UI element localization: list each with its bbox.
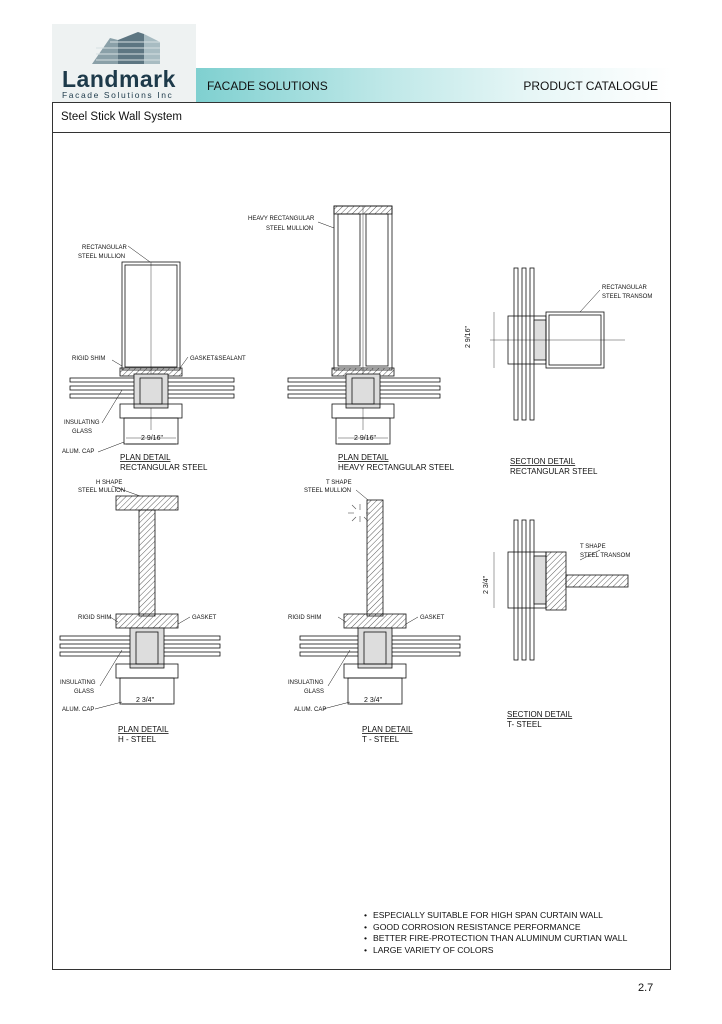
caption-title: PLAN DETAIL xyxy=(118,725,169,734)
header-catalogue-title: PRODUCT CATALOGUE xyxy=(523,79,658,93)
caption-subtitle: T - STEEL xyxy=(362,735,400,744)
dimension: 2 3/4" xyxy=(364,697,383,704)
label-alum-cap: ALUM. CAP xyxy=(294,707,326,713)
label-t-shape: T SHAPE xyxy=(580,544,606,550)
label-steel-mullion: STEEL MULLION xyxy=(304,488,351,494)
logo-wordmark: Landmark xyxy=(62,66,176,92)
label-t-shape: T SHAPE xyxy=(326,480,352,486)
note-item: GOOD CORROSION RESISTANCE PERFORMANCE xyxy=(364,922,627,934)
label-rectangular: RECTANGULAR xyxy=(602,285,648,291)
caption-title: PLAN DETAIL xyxy=(362,725,413,734)
plan-detail-t-steel-labels: T SHAPE STEEL MULLION RIGID SHIM GASKET … xyxy=(288,480,445,744)
section-detail-rectangular-steel xyxy=(490,267,625,421)
page-title: Steel Stick Wall System xyxy=(61,111,182,123)
caption-subtitle: RECTANGULAR STEEL xyxy=(510,467,598,476)
note-item: LARGE VARIETY OF COLORS xyxy=(364,945,627,957)
dimension: 2 9/16" xyxy=(141,435,163,442)
label-steel-mullion: STEEL MULLION xyxy=(266,226,313,232)
dimension: 2 9/16" xyxy=(354,435,376,442)
note-item: BETTER FIRE-PROTECTION THAN ALUMINUM CUR… xyxy=(364,933,627,945)
caption-subtitle: T- STEEL xyxy=(507,720,542,729)
label-rigid-shim: RIGID SHIM xyxy=(72,356,105,362)
plan-detail-rectangular-steel-labels: RECTANGULAR STEEL MULLION RIGID SHIM GAS… xyxy=(62,245,246,472)
section-detail-t-steel-labels: T SHAPE STEEL TRANSOM 2 3/4" SECTION DET… xyxy=(483,544,630,729)
caption-title: PLAN DETAIL xyxy=(338,453,389,462)
plan-detail-t-steel xyxy=(299,489,461,710)
label-gasket-sealant: GASKET&SEALANT xyxy=(190,356,246,362)
plan-detail-heavy-rectangular-steel xyxy=(287,205,441,445)
label-steel-transom: STEEL TRANSOM xyxy=(580,553,630,559)
caption-title: PLAN DETAIL xyxy=(120,453,171,462)
plan-detail-h-steel xyxy=(59,485,221,710)
caption-subtitle: H - STEEL xyxy=(118,735,157,744)
content-frame xyxy=(52,102,671,970)
subtitle-row xyxy=(52,102,671,133)
header-bar xyxy=(196,68,672,102)
label-glass: GLASS xyxy=(74,689,94,695)
label-alum-cap: ALUM. CAP xyxy=(62,707,94,713)
dimension: 2 3/4" xyxy=(136,697,155,704)
caption-subtitle: RECTANGULAR STEEL xyxy=(120,463,208,472)
label-rigid-shim: RIGID SHIM xyxy=(288,615,321,621)
spark-mark xyxy=(348,504,370,522)
dimension: 2 3/4" xyxy=(483,575,490,594)
label-insulating: INSULATING xyxy=(288,680,324,686)
label-steel-mullion: STEEL MULLION xyxy=(78,488,125,494)
label-steel-mullion: STEEL MULLION xyxy=(78,254,125,260)
label-rectangular: RECTANGULAR xyxy=(82,245,128,251)
caption-title: SECTION DETAIL xyxy=(510,457,576,466)
label-steel-transom: STEEL TRANSOM xyxy=(602,294,652,300)
label-insulating: INSULATING xyxy=(60,680,96,686)
company-logo xyxy=(52,24,196,102)
feature-notes: ESPECIALLY SUITABLE FOR HIGH SPAN CURTAI… xyxy=(364,910,627,956)
label-rigid-shim: RIGID SHIM xyxy=(78,615,111,621)
plan-detail-rectangular-steel xyxy=(69,245,235,453)
note-item: ESPECIALLY SUITABLE FOR HIGH SPAN CURTAI… xyxy=(364,910,627,922)
label-h-shape: H SHAPE xyxy=(96,480,122,486)
caption-subtitle: HEAVY RECTANGULAR STEEL xyxy=(338,463,455,472)
section-detail-rectangular-steel-labels: RECTANGULAR STEEL TRANSOM 2 9/16" SECTIO… xyxy=(465,285,652,476)
plan-detail-heavy-rectangular-steel-labels: HEAVY RECTANGULAR STEEL MULLION 2 9/16" … xyxy=(248,216,455,472)
caption-title: SECTION DETAIL xyxy=(507,710,573,719)
label-alum-cap: ALUM. CAP xyxy=(62,449,94,455)
label-gasket: GASKET xyxy=(420,615,445,621)
logo-tagline: Facade Solutions Inc xyxy=(62,90,174,100)
header-section-title: FACADE SOLUTIONS xyxy=(207,79,328,93)
label-glass: GLASS xyxy=(304,689,324,695)
label-heavy-rectangular: HEAVY RECTANGULAR xyxy=(248,216,315,222)
label-insulating: INSULATING xyxy=(64,420,100,426)
label-glass: GLASS xyxy=(72,429,92,435)
label-gasket: GASKET xyxy=(192,615,217,621)
dimension: 2 9/16" xyxy=(465,326,472,348)
page-number: 2.7 xyxy=(638,982,654,994)
plan-detail-h-steel-labels: H SHAPE STEEL MULLION RIGID SHIM GASKET … xyxy=(60,480,217,744)
section-detail-t-steel xyxy=(493,519,629,661)
